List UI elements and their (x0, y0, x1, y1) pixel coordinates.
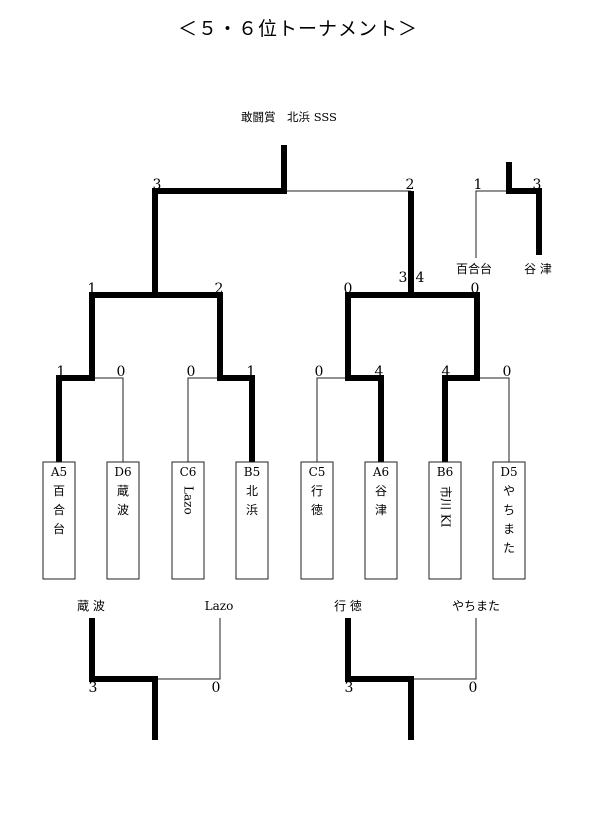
score-r2-1: 2 (215, 281, 224, 297)
team-name-char: 津 (375, 503, 387, 517)
lower2-team-1: やちまた (452, 599, 500, 613)
team-entry: B5 北浜 (235, 461, 269, 580)
award-label: 敢闘賞 北浜 SSS (241, 110, 337, 124)
lower-match-2: 行 徳 やちまた 3 0 (334, 598, 500, 696)
lower1-score-1: 0 (212, 680, 221, 696)
lower1-team-1: Lazo (205, 599, 234, 613)
team-seed: C6 (180, 465, 197, 479)
team-name-char: 百 (53, 484, 65, 498)
score-r2-2: 0 (344, 281, 353, 297)
team-seed: C5 (309, 465, 326, 479)
score-r2-pk: 3 (399, 270, 408, 286)
score-r1-2: 0 (187, 364, 196, 380)
team-name-char: た (503, 541, 515, 555)
round2-scores: 1 2 0 0 3 4 (88, 270, 480, 297)
team-box (428, 461, 462, 580)
team-box (171, 461, 205, 580)
team-box (300, 461, 334, 580)
team-seed: B6 (437, 465, 453, 479)
lower1-team-0: 蔵 波 (77, 599, 105, 613)
lower-match-1: 蔵 波 Lazo 3 0 (77, 599, 233, 696)
score-r2-pk-score: 4 (416, 270, 425, 286)
team-entry: A5 百合台 (42, 461, 76, 580)
score-r1-1: 0 (117, 364, 126, 380)
score-semi-0: 3 (153, 177, 162, 193)
team-seed: D6 (114, 465, 131, 479)
team-name: 市川 KI (439, 486, 454, 528)
side-score-0: 1 (474, 177, 483, 193)
score-r1-0: 1 (57, 364, 66, 380)
team-box (106, 461, 140, 580)
lower2-team-0: 行 徳 (334, 598, 362, 613)
team-name-char: 行 (311, 484, 323, 498)
team-seed: A6 (372, 465, 389, 479)
team-entry: B6 市川 KI (428, 461, 462, 580)
score-r1-5: 4 (375, 364, 384, 380)
side-team-1: 谷 津 (524, 262, 552, 276)
team-box (235, 461, 269, 580)
team-name-char: 蔵 (117, 484, 129, 498)
lower1-score-0: 3 (89, 680, 98, 696)
team-seed: B5 (244, 465, 260, 479)
team-entry: A6 谷津 (364, 461, 398, 580)
bracket-winner-lines (56, 145, 542, 740)
side-match: 1 3 百合台 谷 津 (456, 177, 552, 276)
team-box (492, 461, 526, 580)
team-name: Lazo (182, 486, 196, 515)
team-box (364, 461, 398, 580)
team-name-char: や (503, 484, 515, 498)
side-score-1: 3 (533, 177, 542, 193)
team-name-char: ち (503, 503, 515, 517)
team-name-char: ま (503, 522, 515, 536)
team-box (42, 461, 76, 580)
team-name-char: 台 (53, 521, 65, 536)
team-name-char: 浜 (246, 503, 258, 517)
semi-scores: 3 2 (153, 177, 415, 193)
team-name-char: 谷 (375, 484, 387, 498)
team-seed: A5 (50, 465, 67, 479)
team-entry: D6 蔵波 (106, 461, 140, 580)
team-name-char: 北 (246, 484, 258, 498)
score-semi-1: 2 (406, 177, 415, 193)
lower2-score-1: 0 (469, 680, 478, 696)
score-r1-7: 0 (503, 364, 512, 380)
round1-scores: 1 0 0 1 0 4 4 0 (57, 364, 512, 380)
team-name-char: 合 (53, 502, 65, 517)
score-r1-4: 0 (315, 364, 324, 380)
score-r2-3: 0 (471, 281, 480, 297)
team-seed: D5 (500, 465, 517, 479)
side-team-0: 百合台 (456, 261, 492, 276)
page-title: ＜５・６位トーナメント＞ (178, 18, 418, 40)
team-name-char: 徳 (311, 502, 323, 517)
score-r1-6: 4 (442, 364, 451, 380)
score-r2-0: 1 (88, 281, 97, 297)
score-r1-3: 1 (247, 364, 256, 380)
team-name-char: 波 (117, 503, 129, 517)
team-entry: C5 行徳 (300, 461, 334, 580)
lower2-score-0: 3 (345, 680, 354, 696)
team-entry: D5 やちまた (492, 461, 526, 580)
